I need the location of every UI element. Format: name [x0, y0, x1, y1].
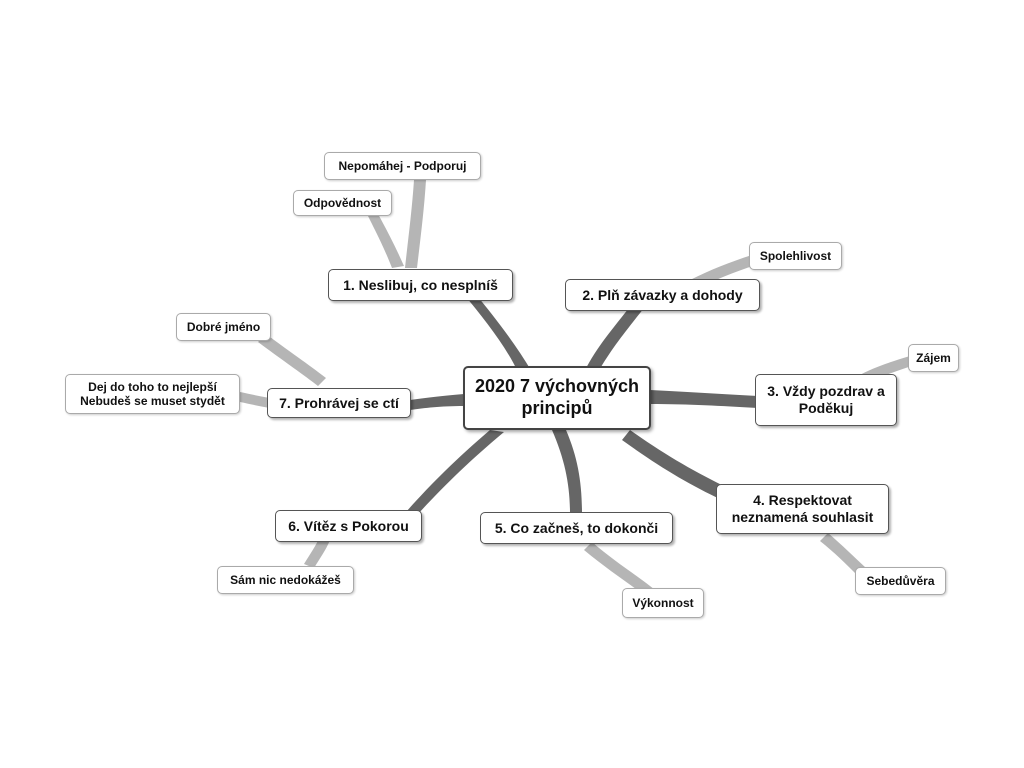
topic-7[interactable]: 7. Prohrávej se ctí — [267, 388, 411, 418]
subtopic-sam-nic-nedokazes[interactable]: Sám nic nedokážeš — [217, 566, 354, 594]
sub-branch-5 — [584, 542, 655, 598]
sub-branch-7a — [258, 334, 326, 386]
topic-1[interactable]: 1. Neslibuj, co nesplníš — [328, 269, 513, 301]
sub-branch-6 — [304, 536, 330, 568]
main-branch-5 — [552, 430, 582, 514]
subtopic-odpovednost[interactable]: Odpovědnost — [293, 190, 392, 216]
main-branch-2 — [584, 304, 644, 372]
subtopic-zajem[interactable]: Zájem — [908, 344, 959, 372]
subtopic-dej-do-toho[interactable]: Dej do toho to nejlepší Nebudeš se muset… — [65, 374, 240, 414]
main-branch-7 — [410, 394, 464, 410]
subtopic-sebeduvera[interactable]: Sebedůvěra — [855, 567, 946, 595]
topic-6[interactable]: 6. Vítěz s Pokorou — [275, 510, 422, 542]
subtopic-nepomahej-podporuj[interactable]: Nepomáhej - Podporuj — [324, 152, 481, 180]
sub-branch-7b — [240, 392, 270, 408]
main-branch-6 — [406, 430, 504, 514]
sub-branch-1b — [368, 214, 404, 268]
main-branch-1 — [462, 292, 532, 372]
main-branch-3 — [650, 390, 758, 408]
topic-2[interactable]: 2. Plň závazky a dohody — [565, 279, 760, 311]
topic-4[interactable]: 4. Respektovat neznamená souhlasit — [716, 484, 889, 534]
topic-3[interactable]: 3. Vždy pozdrav a Poděkuj — [755, 374, 897, 426]
main-branch-4 — [622, 430, 728, 500]
sub-branch-1a — [405, 180, 426, 268]
topic-5[interactable]: 5. Co začneš, to dokonči — [480, 512, 673, 544]
sub-branch-4 — [820, 533, 866, 576]
subtopic-dobre-jmeno[interactable]: Dobré jméno — [176, 313, 271, 341]
subtopic-spolehlivost[interactable]: Spolehlivost — [749, 242, 842, 270]
central-topic[interactable]: 2020 7 výchovných principů — [463, 366, 651, 430]
subtopic-vykonnost[interactable]: Výkonnost — [622, 588, 704, 618]
